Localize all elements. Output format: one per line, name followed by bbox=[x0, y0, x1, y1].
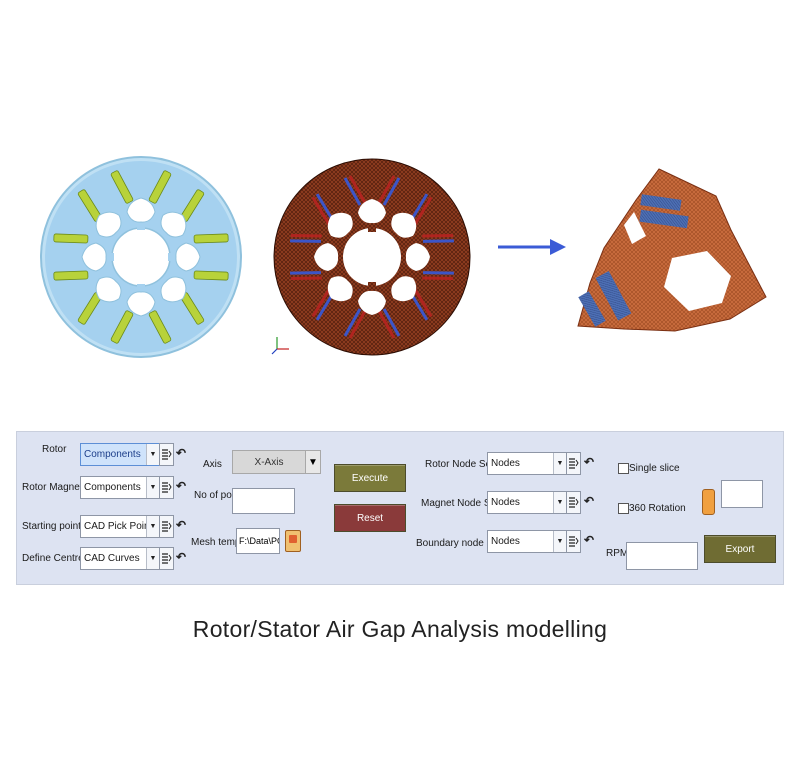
mesh-template-label: Mesh template bbox=[191, 537, 257, 548]
axis-label: Axis bbox=[203, 459, 222, 470]
undo-icon[interactable]: ↶ bbox=[584, 494, 595, 508]
undo-icon[interactable]: ↶ bbox=[584, 455, 595, 469]
list-select-icon[interactable] bbox=[159, 443, 174, 466]
figure-caption: Rotor/Stator Air Gap Analysis modelling bbox=[192, 616, 608, 642]
boundary-node-sets-label: Boundary node sets bbox=[416, 538, 505, 549]
dropdown-arrow-icon[interactable]: ▼ bbox=[146, 444, 159, 465]
axis-select-value: X-Axis bbox=[254, 456, 284, 468]
file-browse-icon[interactable] bbox=[285, 530, 301, 552]
no-of-poles-label: No of poles bbox=[194, 490, 245, 501]
export-path-input[interactable] bbox=[721, 480, 763, 508]
undo-icon[interactable]: ↶ bbox=[176, 446, 187, 460]
dropdown-arrow-icon[interactable]: ▼ bbox=[146, 516, 159, 537]
rotor-select[interactable]: Components ▼ bbox=[80, 443, 160, 466]
meshed-sector-model bbox=[577, 168, 767, 332]
reset-button[interactable]: Reset bbox=[334, 504, 406, 532]
file-browse-icon[interactable] bbox=[702, 489, 715, 515]
define-centre-label: Define Centre bbox=[22, 553, 84, 564]
no-of-poles-input[interactable] bbox=[232, 488, 295, 514]
magnet-node-sets-label: Magnet Node Sets bbox=[421, 498, 504, 509]
boundary-node-sets-select[interactable]: Nodes ▼ bbox=[487, 530, 567, 553]
rpm-label: RPM bbox=[606, 548, 629, 559]
flow-arrow-icon bbox=[498, 239, 566, 255]
rotor-label: Rotor bbox=[42, 444, 67, 455]
list-select-icon[interactable] bbox=[159, 515, 174, 538]
list-select-icon[interactable] bbox=[566, 530, 581, 553]
list-select-icon[interactable] bbox=[159, 547, 174, 570]
dropdown-arrow-icon[interactable]: ▼ bbox=[553, 492, 566, 513]
list-select-icon[interactable] bbox=[566, 491, 581, 514]
no-of-poles-value bbox=[233, 494, 236, 505]
magnet-node-sets-value: Nodes bbox=[491, 497, 520, 508]
rotor-select-value: Components bbox=[84, 449, 141, 460]
dropdown-arrow-icon[interactable]: ▼ bbox=[146, 477, 159, 498]
cad-rotor-model bbox=[40, 156, 242, 358]
undo-icon[interactable]: ↶ bbox=[176, 479, 187, 493]
starting-point-select[interactable]: CAD Pick Points ▼ bbox=[80, 515, 160, 538]
rotor-magnet-select-value: Components bbox=[84, 482, 141, 493]
axis-select[interactable]: X-Axis bbox=[232, 450, 306, 474]
rpm-input[interactable] bbox=[626, 542, 698, 570]
undo-icon[interactable]: ↶ bbox=[176, 550, 187, 564]
rotor-stator-geometry bbox=[40, 156, 767, 358]
execute-button[interactable]: Execute bbox=[334, 464, 406, 492]
define-centre-select[interactable]: CAD Curves ▼ bbox=[80, 547, 160, 570]
magnet-node-sets-select[interactable]: Nodes ▼ bbox=[487, 491, 567, 514]
rotation-360-label: 360 Rotation bbox=[629, 503, 686, 514]
export-button[interactable]: Export bbox=[704, 535, 776, 563]
rotor-magnet-label: Rotor Magnet bbox=[22, 482, 83, 493]
dropdown-arrow-icon[interactable]: ▼ bbox=[553, 531, 566, 552]
rpm-value bbox=[627, 548, 630, 559]
single-slice-checkbox[interactable] bbox=[618, 463, 629, 474]
dropdown-arrow-icon[interactable]: ▼ bbox=[553, 453, 566, 474]
rotor-magnet-select[interactable]: Components ▼ bbox=[80, 476, 160, 499]
export-path-value bbox=[722, 486, 725, 497]
define-centre-select-value: CAD Curves bbox=[84, 553, 140, 564]
rotor-node-sets-select[interactable]: Nodes ▼ bbox=[487, 452, 567, 475]
boundary-node-sets-value: Nodes bbox=[491, 536, 520, 547]
axis-triad-icon bbox=[271, 337, 289, 355]
undo-icon[interactable]: ↶ bbox=[584, 533, 595, 547]
dropdown-arrow-icon[interactable]: ▼ bbox=[305, 450, 321, 474]
rotor-node-sets-value: Nodes bbox=[491, 458, 520, 469]
starting-point-select-value: CAD Pick Points bbox=[84, 521, 146, 532]
meshed-rotor-model bbox=[273, 158, 471, 356]
mesh-template-input[interactable]: F:\Data\POC bbox=[236, 528, 280, 554]
list-select-icon[interactable] bbox=[159, 476, 174, 499]
mesh-template-value: F:\Data\POC bbox=[239, 536, 279, 546]
single-slice-label: Single slice bbox=[629, 463, 680, 474]
undo-icon[interactable]: ↶ bbox=[176, 518, 187, 532]
list-select-icon[interactable] bbox=[566, 452, 581, 475]
starting-point-label: Starting point bbox=[22, 521, 81, 532]
rotor-node-sets-label: Rotor Node Sets bbox=[425, 459, 499, 470]
dropdown-arrow-icon[interactable]: ▼ bbox=[146, 548, 159, 569]
rotation-360-checkbox[interactable] bbox=[618, 503, 629, 514]
